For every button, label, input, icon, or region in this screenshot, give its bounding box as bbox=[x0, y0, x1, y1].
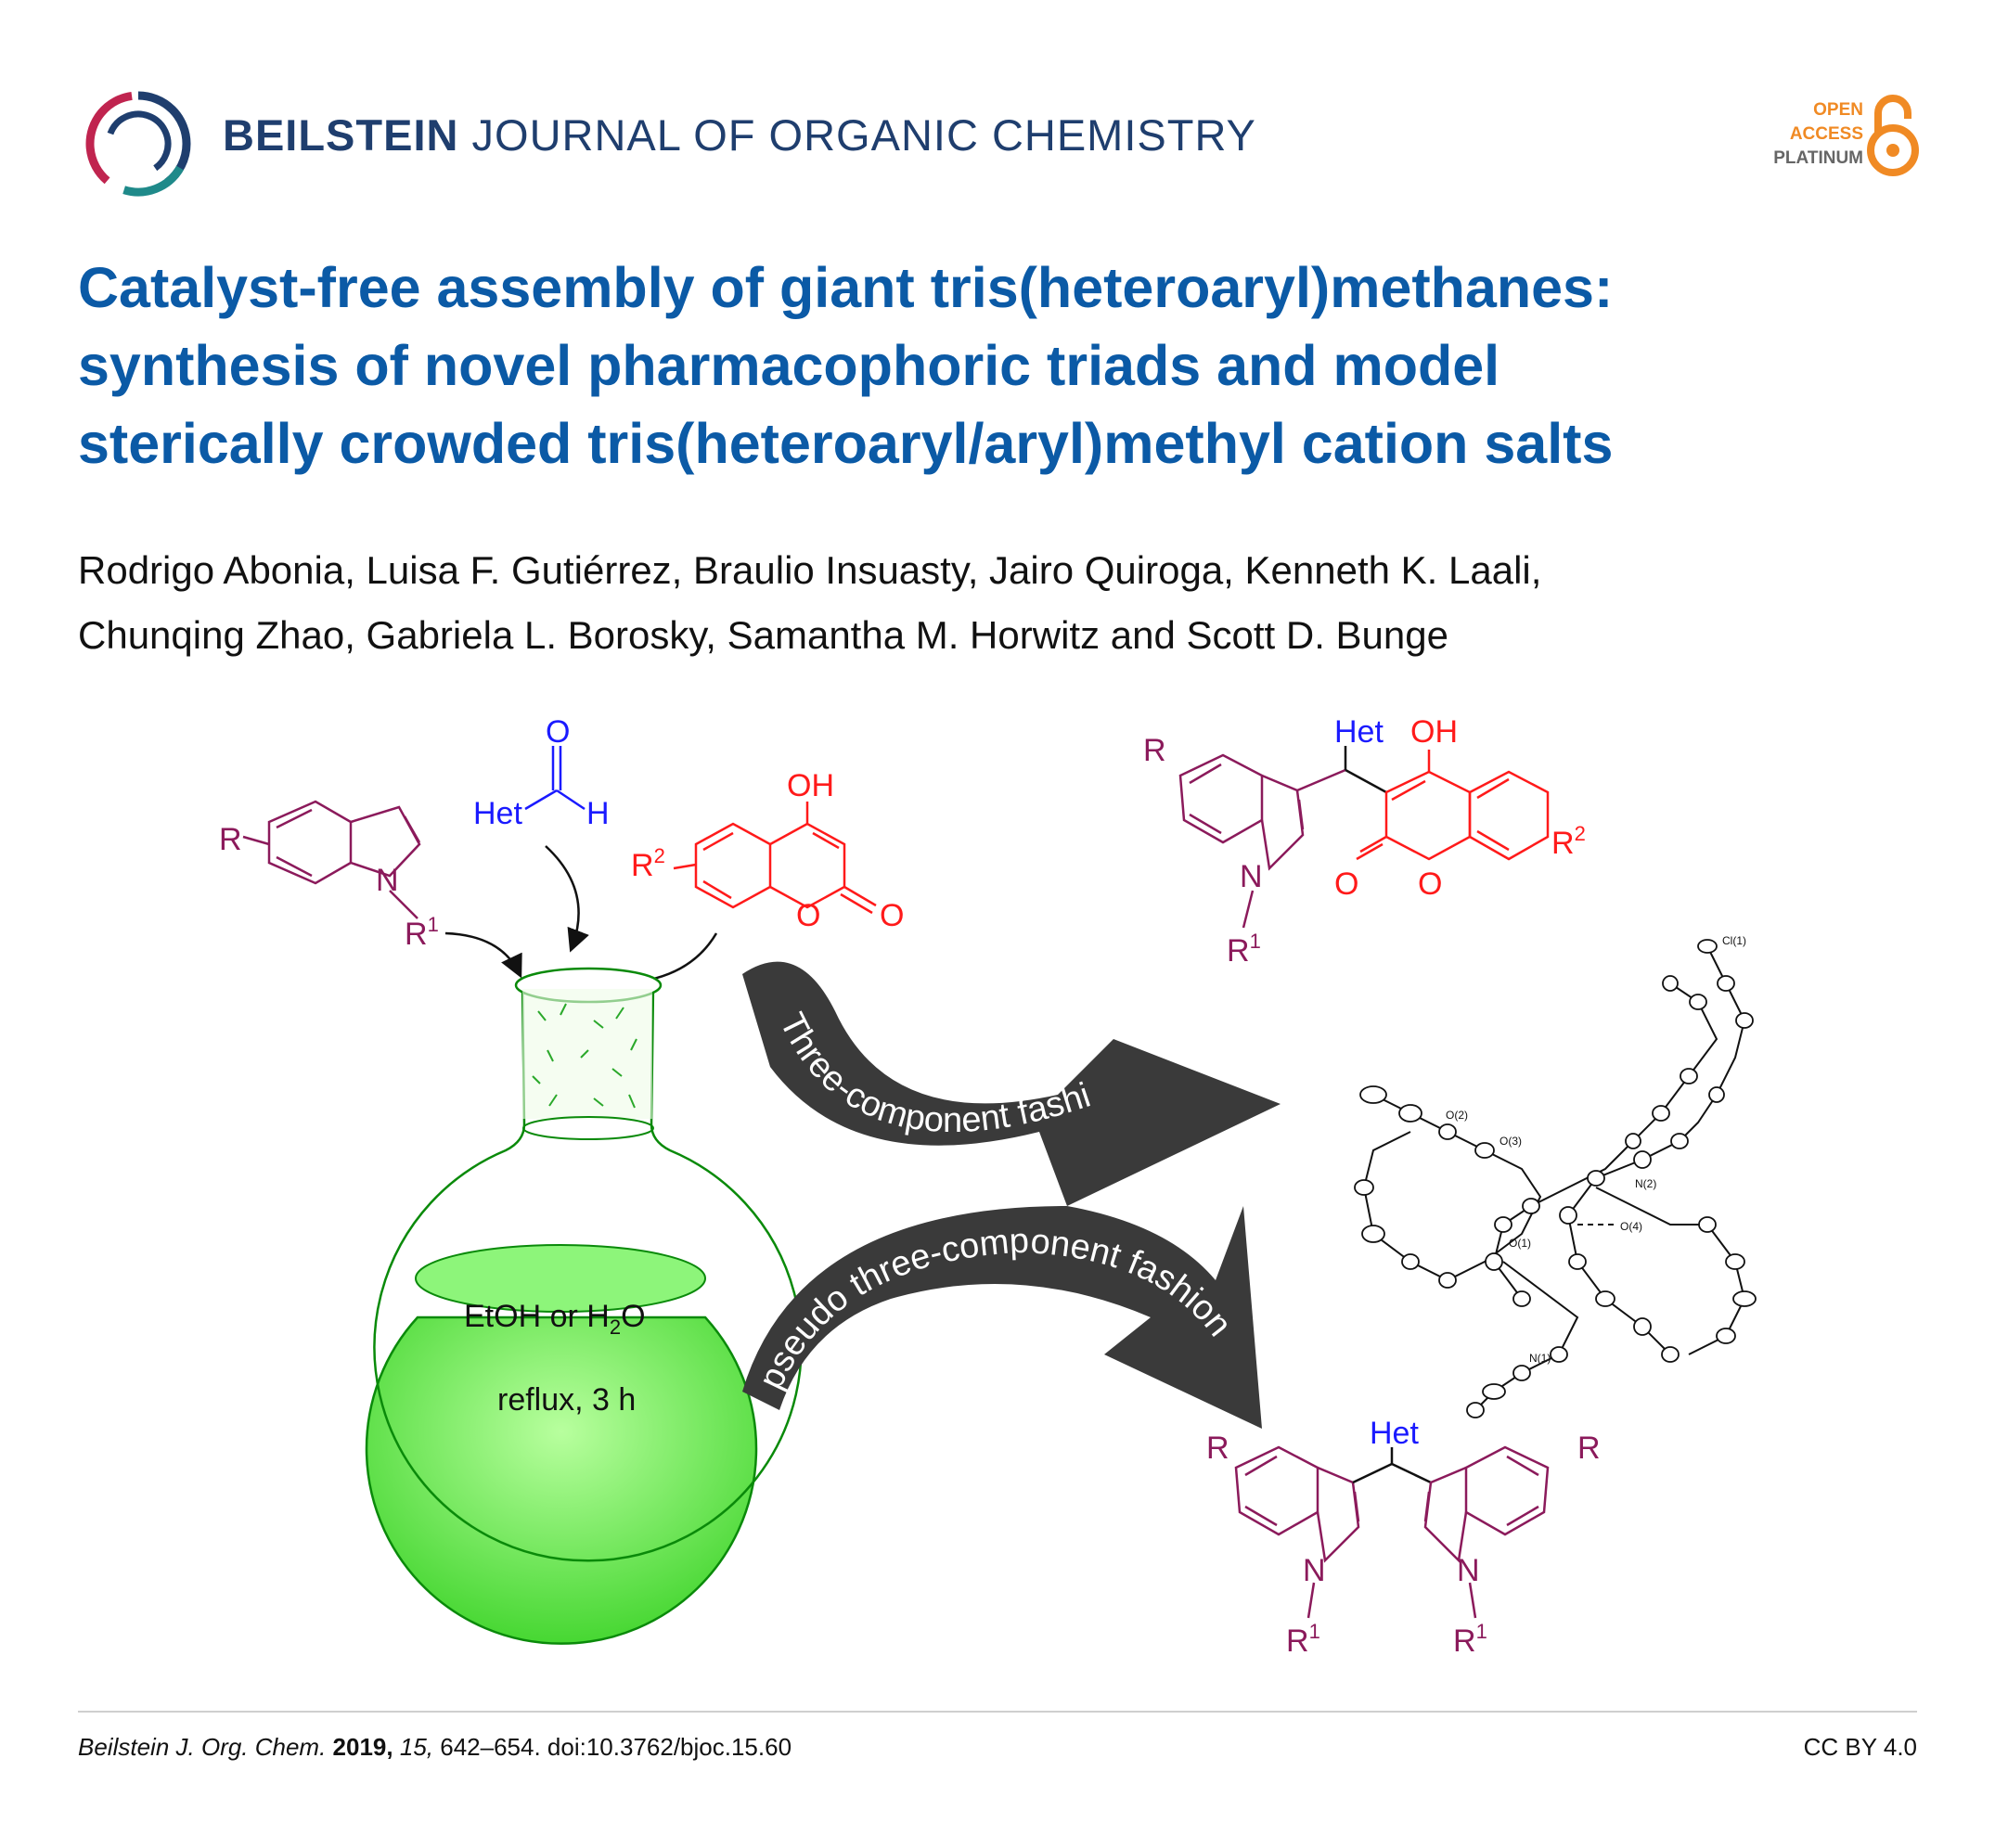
flask-solvent-label: EtOH or H2O bbox=[464, 1299, 646, 1339]
product-2-left-indole bbox=[1234, 1445, 1360, 1619]
coumarin-oh-label: OH bbox=[787, 768, 834, 803]
product-2-r1-left-sup: 1 bbox=[1309, 1620, 1320, 1643]
journal-name-rest: JOURNAL OF ORGANIC CHEMISTRY bbox=[471, 110, 1256, 160]
product-1-r2-sup: 2 bbox=[1575, 822, 1586, 845]
product-2-r1-right-label: R1 bbox=[1453, 1620, 1487, 1659]
coumarin-r2-main: R bbox=[631, 848, 654, 883]
aldehyde-het-label: Het bbox=[473, 796, 522, 831]
coumarin-carbonyl-o-label: O bbox=[880, 898, 904, 933]
author-list: Rodrigo Abonia, Luisa F. Gutiérrez, Brau… bbox=[78, 538, 1915, 668]
product-1-het-label: Het bbox=[1334, 714, 1384, 750]
open-access-badge: OPEN ACCESS PLATINUM bbox=[1744, 93, 1930, 186]
open-lock-icon bbox=[1867, 95, 1919, 176]
product-1-indole bbox=[1178, 753, 1346, 929]
xray-label-o4: O(4) bbox=[1620, 1220, 1642, 1233]
product-1-carbonyl-o-label: O bbox=[1334, 866, 1358, 902]
xray-label-n2: N(2) bbox=[1635, 1177, 1656, 1190]
product-1-ring-o-label: O bbox=[1418, 866, 1442, 902]
product-2-het-label: Het bbox=[1370, 1416, 1419, 1451]
product-2-r1-right-main: R bbox=[1453, 1623, 1476, 1659]
product-2-n-left-label: N bbox=[1303, 1553, 1326, 1588]
open-access-text: OPEN ACCESS PLATINUM bbox=[1744, 98, 1863, 171]
product-2-r1-left-label: R1 bbox=[1286, 1620, 1320, 1659]
aldehyde-h-label: H bbox=[586, 796, 610, 831]
indole-r1-main: R bbox=[405, 917, 428, 952]
article-title: Catalyst-free assembly of giant tris(het… bbox=[78, 249, 1915, 482]
journal-name-bold: BEILSTEIN bbox=[223, 110, 459, 160]
product-1-r2-label: R2 bbox=[1551, 822, 1586, 861]
xray-label-n1: N(1) bbox=[1529, 1352, 1551, 1365]
product-1-coumarin bbox=[1356, 750, 1550, 861]
author-line: Rodrigo Abonia, Luisa F. Gutiérrez, Brau… bbox=[78, 548, 1542, 592]
xray-atoms bbox=[1354, 939, 1757, 1418]
citation-volume: 15, bbox=[399, 1733, 434, 1761]
oa-line-access: ACCESS bbox=[1789, 124, 1863, 144]
coumarin-reactant bbox=[673, 802, 877, 915]
license-label: CC BY 4.0 bbox=[1803, 1733, 1917, 1761]
product-1-r-label: R bbox=[1143, 733, 1166, 768]
footer-divider bbox=[78, 1711, 1917, 1713]
indole-r1-label: R1 bbox=[405, 913, 439, 952]
coumarin-r2-sup: 2 bbox=[654, 844, 665, 867]
reactant-arrow-left bbox=[444, 931, 522, 979]
xray-atom-labels: Cl(1) O(2) O(3) N(2) O(4) O(1) N(1) bbox=[1446, 934, 1746, 1365]
indole-r-label: R bbox=[219, 822, 242, 857]
product-2-n-right-label: N bbox=[1457, 1553, 1480, 1588]
oa-line-open: OPEN bbox=[1813, 100, 1863, 120]
reactant-arrow-middle bbox=[545, 845, 589, 953]
pseudo-three-component-arrow bbox=[742, 1206, 1262, 1429]
title-line: Catalyst-free assembly of giant tris(het… bbox=[78, 256, 1614, 319]
xray-label-o3: O(3) bbox=[1499, 1135, 1522, 1148]
product-2-methine bbox=[1352, 1447, 1432, 1484]
reaction-flask bbox=[365, 967, 803, 1645]
product-1-n-label: N bbox=[1240, 859, 1263, 894]
reaction-scheme: R N R1 O Het H OH R2 O O bbox=[0, 705, 1757, 1659]
flask-solvent-post: O bbox=[621, 1299, 645, 1334]
indole-n-label: N bbox=[376, 863, 399, 898]
product-1-methine bbox=[1344, 746, 1387, 794]
xray-label-cl1: Cl(1) bbox=[1722, 934, 1746, 947]
journal-name: BEILSTEIN JOURNAL OF ORGANIC CHEMISTRY bbox=[223, 109, 1256, 160]
journal-logo bbox=[85, 91, 191, 197]
product-1-r2-main: R bbox=[1551, 826, 1575, 861]
three-component-arrow bbox=[742, 961, 1281, 1206]
indole-r1-sup: 1 bbox=[428, 913, 439, 936]
citation-pages-doi: 642–654. doi:10.3762/bjoc.15.60 bbox=[440, 1733, 792, 1761]
title-line: synthesis of novel pharmacophoric triads… bbox=[78, 334, 1500, 397]
product-2-r1-right-sup: 1 bbox=[1476, 1620, 1487, 1643]
product-1-r1-label: R1 bbox=[1227, 930, 1261, 969]
xray-label-o1: O(1) bbox=[1509, 1237, 1531, 1250]
author-line: Chunqing Zhao, Gabriela L. Borosky, Sama… bbox=[78, 613, 1448, 657]
citation-journal: Beilstein J. Org. Chem. bbox=[78, 1733, 327, 1761]
indole-reactant bbox=[242, 800, 421, 919]
xray-label-o2: O(2) bbox=[1446, 1109, 1468, 1122]
coumarin-r2-label: R2 bbox=[631, 844, 665, 883]
aldehyde-o-label: O bbox=[546, 714, 570, 750]
title-line: sterically crowded tris(heteroaryl/aryl)… bbox=[78, 412, 1614, 475]
flask-conditions-label: reflux, 3 h bbox=[497, 1382, 636, 1418]
citation: Beilstein J. Org. Chem. 2019, 15, 642–65… bbox=[78, 1733, 792, 1762]
flask-texture bbox=[532, 1003, 637, 1109]
product-1-r1-sup: 1 bbox=[1250, 930, 1261, 953]
product-2-right-indole bbox=[1423, 1445, 1550, 1619]
flask-solvent-pre: EtOH or H bbox=[464, 1299, 610, 1334]
citation-year: 2019, bbox=[332, 1733, 393, 1761]
flask-solvent-sub: 2 bbox=[610, 1315, 621, 1339]
aldehyde-reactant bbox=[524, 746, 586, 811]
oa-line-platinum: PLATINUM bbox=[1773, 148, 1863, 168]
xray-crystal-structure bbox=[1362, 945, 1746, 1411]
product-2-r-right-label: R bbox=[1577, 1431, 1601, 1466]
product-2-r-left-label: R bbox=[1206, 1431, 1229, 1466]
product-1-oh-label: OH bbox=[1410, 714, 1458, 750]
product-1-r1-main: R bbox=[1227, 933, 1250, 969]
product-2-r1-left-main: R bbox=[1286, 1623, 1309, 1659]
coumarin-ring-o-label: O bbox=[796, 898, 820, 933]
